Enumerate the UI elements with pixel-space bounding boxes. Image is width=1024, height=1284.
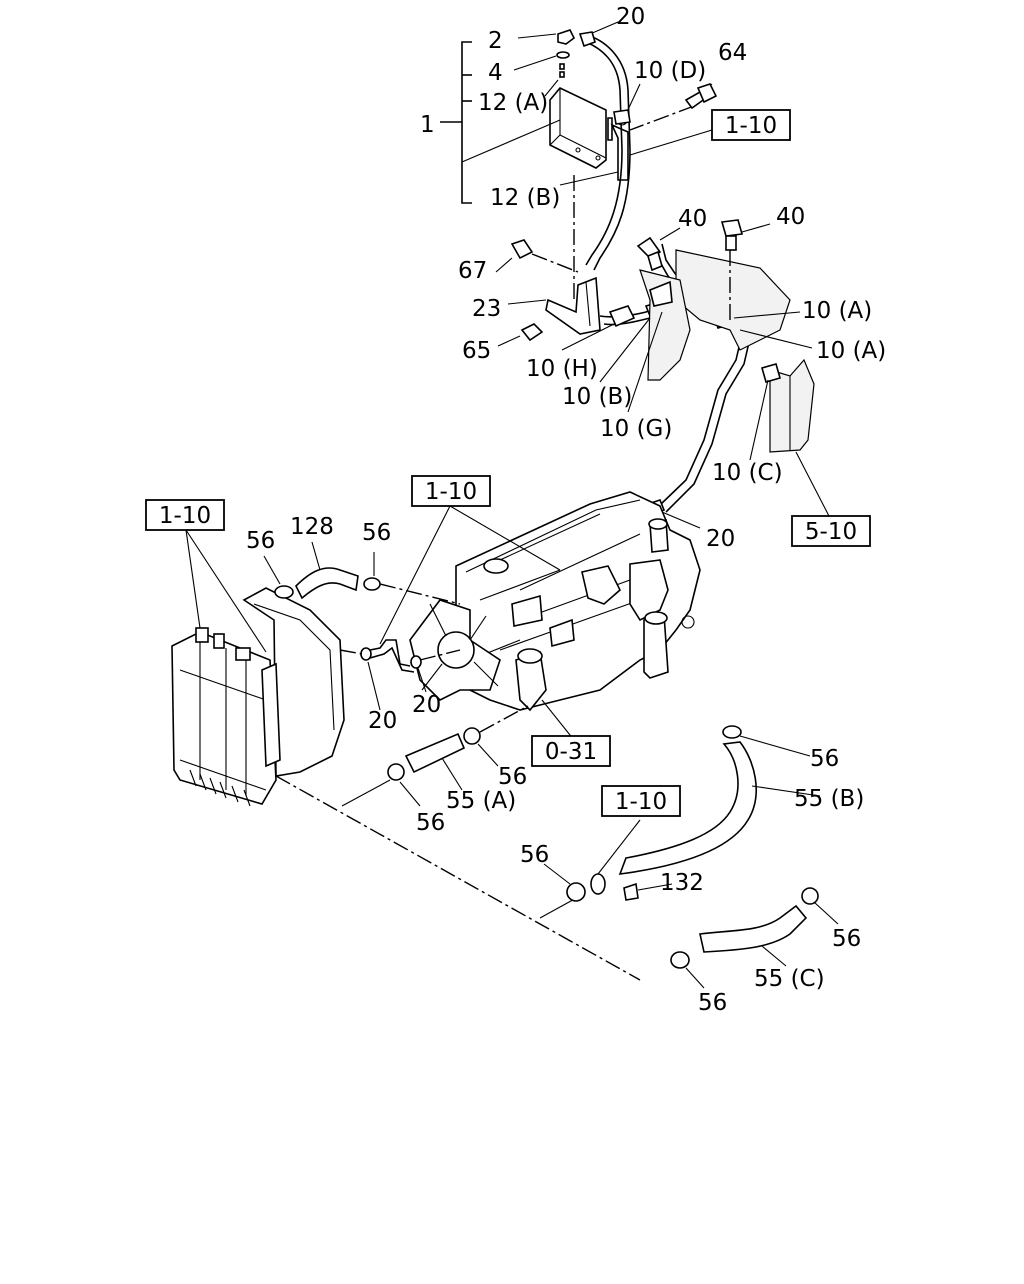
label-10g: 10 (G) bbox=[600, 416, 672, 442]
label-56-d: 56 bbox=[416, 810, 445, 836]
label-55b: 55 (B) bbox=[794, 786, 864, 812]
label-1: 1 bbox=[420, 112, 435, 138]
label-40-left: 40 bbox=[678, 206, 707, 232]
ref-box-center: 1-10 bbox=[411, 475, 491, 507]
label-64: 64 bbox=[718, 40, 747, 66]
label-56-g: 56 bbox=[832, 926, 861, 952]
radiator bbox=[171, 587, 345, 807]
ref-box-left: 1-10 bbox=[145, 499, 225, 531]
callout-labels: 1 2 4 12 (A) 12 (B) 20 10 (D) 64 67 23 6… bbox=[246, 4, 886, 1016]
ref-text: 1-10 bbox=[615, 789, 667, 815]
hose-128 bbox=[263, 541, 461, 605]
label-55a: 55 (A) bbox=[446, 788, 516, 814]
label-20-mid: 20 bbox=[706, 526, 735, 552]
label-23: 23 bbox=[472, 296, 501, 322]
ref-box-lower: 1-10 bbox=[601, 785, 681, 817]
label-12a: 12 (A) bbox=[478, 90, 548, 116]
ref-text: 1-10 bbox=[725, 113, 777, 139]
label-56-a: 56 bbox=[246, 528, 275, 554]
label-10d: 10 (D) bbox=[634, 58, 706, 84]
label-20-top: 20 bbox=[616, 4, 645, 30]
label-65: 65 bbox=[462, 338, 491, 364]
bolt-64 bbox=[684, 83, 718, 110]
hose-55a bbox=[387, 705, 529, 807]
leaders-right-upper bbox=[561, 223, 831, 529]
bracket-23 bbox=[495, 239, 601, 347]
clamp-132 bbox=[543, 819, 673, 902]
label-56-e: 56 bbox=[810, 746, 839, 772]
ref-box-031: 0-31 bbox=[531, 735, 611, 767]
label-56-b: 56 bbox=[362, 520, 391, 546]
label-12b: 12 (B) bbox=[490, 185, 560, 211]
label-4: 4 bbox=[488, 60, 503, 86]
label-67: 67 bbox=[458, 258, 487, 284]
label-20-left: 20 bbox=[368, 708, 397, 734]
ref-text: 1-10 bbox=[425, 479, 477, 505]
label-10h: 10 (H) bbox=[526, 356, 598, 382]
label-132: 132 bbox=[660, 870, 704, 896]
pipe-20-left bbox=[339, 639, 461, 711]
group-bracket-1 bbox=[440, 41, 472, 204]
label-10c: 10 (C) bbox=[712, 460, 783, 486]
label-40-right: 40 bbox=[776, 204, 805, 230]
ref-text: 0-31 bbox=[545, 739, 597, 765]
ref-text: 5-10 bbox=[805, 519, 857, 545]
hose-55b bbox=[618, 725, 821, 875]
cooling-fan bbox=[409, 599, 501, 701]
label-55c: 55 (C) bbox=[754, 966, 825, 992]
engine-block bbox=[455, 491, 701, 712]
label-56-c: 56 bbox=[498, 764, 527, 790]
label-56-f: 56 bbox=[520, 842, 549, 868]
bolts-40 bbox=[636, 219, 781, 383]
reserve-tank bbox=[549, 29, 629, 181]
label-2: 2 bbox=[488, 28, 503, 54]
label-20-left2: 20 bbox=[412, 692, 441, 718]
ref-text: 1-10 bbox=[159, 503, 211, 529]
label-10b: 10 (B) bbox=[562, 384, 632, 410]
housing-upper-right bbox=[639, 249, 815, 453]
leaders-ref bbox=[185, 505, 641, 981]
label-10a-upper: 10 (A) bbox=[802, 298, 872, 324]
label-128: 128 bbox=[290, 514, 334, 540]
label-56-h: 56 bbox=[698, 990, 727, 1016]
ref-box-510: 5-10 bbox=[791, 515, 871, 547]
ref-box-top: 1-10 bbox=[711, 109, 791, 141]
hose-55c bbox=[670, 887, 839, 989]
overflow-hose bbox=[578, 31, 631, 271]
label-10a-lower: 10 (A) bbox=[816, 338, 886, 364]
